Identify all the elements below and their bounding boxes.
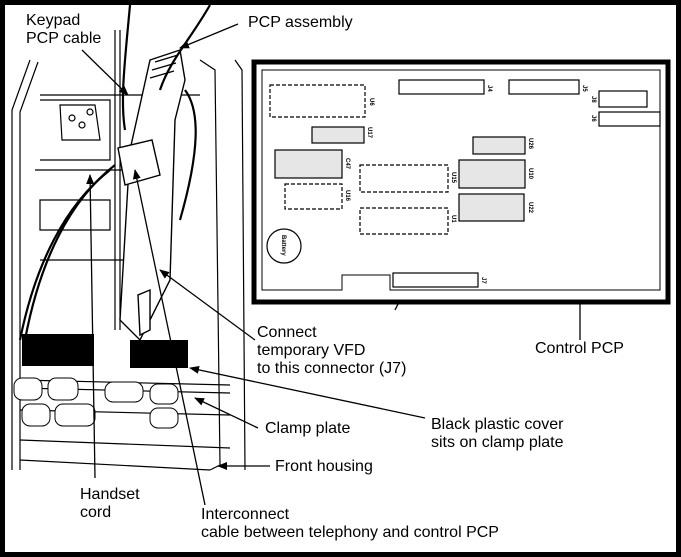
chip-u26 (472, 136, 526, 155)
callout-control-pcp: Control PCP (535, 340, 624, 357)
label-u16: U16 (344, 190, 350, 202)
label-u26: U26 (527, 138, 533, 150)
connector-j4 (398, 79, 485, 95)
pcp-assembly (117, 49, 186, 342)
chip-c47 (274, 149, 343, 179)
connector-j8 (598, 90, 648, 108)
callout-line: to this connector (J7) (257, 360, 407, 377)
label-u22: U22 (527, 202, 533, 214)
label-battery: Battery (280, 235, 286, 256)
connector-j5 (508, 79, 580, 95)
label-j8: J8 (590, 96, 596, 103)
chip-u22 (458, 193, 525, 222)
callout-line: Keypad (26, 12, 81, 29)
label-j4: J4 (486, 85, 492, 92)
callout-front-housing: Front housing (275, 458, 373, 475)
callout-line: Handset (80, 486, 140, 503)
black-plastic-cover-left (22, 334, 94, 366)
chip-u6 (269, 84, 366, 118)
callout-line: cord (80, 504, 112, 521)
chip-u10 (458, 159, 526, 189)
callout-line: Black plastic cover (431, 416, 564, 433)
telephone-housing (11, 30, 246, 471)
label-j5: J5 (581, 85, 587, 92)
callout-line: cable between telephony and control PCP (201, 524, 499, 541)
callout-keypad-pcp-cable: Keypad PCP cable (26, 12, 101, 48)
label-u15: U15 (450, 172, 456, 184)
chip-u15 (359, 164, 449, 193)
callout-line: sits on clamp plate (431, 434, 564, 451)
connector-j7 (392, 272, 479, 288)
black-plastic-cover-right (130, 340, 188, 368)
chip-u16 (284, 183, 343, 210)
callout-clamp-plate: Clamp plate (265, 420, 351, 437)
label-u17: U17 (366, 127, 372, 139)
label-j7: J7 (480, 277, 486, 284)
label-u10: U10 (527, 168, 533, 180)
label-c47: C47 (344, 158, 350, 170)
callout-connect-vfd: Connect temporary VFD to this connector … (257, 324, 406, 378)
callout-pcp-assembly: PCP assembly (248, 14, 353, 31)
connector-j6 (598, 111, 661, 127)
callout-handset-cord: Handset cord (80, 486, 140, 522)
cables (18, 4, 211, 341)
chip-u17 (311, 126, 365, 144)
battery (266, 228, 302, 264)
callout-interconnect-cable: Interconnect cable between telephony and… (201, 506, 499, 542)
keypad-keys (13, 377, 179, 429)
callout-black-plastic-cover: Black plastic cover sits on clamp plate (431, 416, 564, 452)
callout-line: PCP cable (26, 30, 102, 47)
label-u6: U6 (368, 98, 374, 106)
callout-line: Connect (257, 324, 317, 341)
callout-line: Interconnect (201, 506, 290, 523)
pcb-components (266, 79, 661, 288)
callout-arrows (81, 23, 584, 506)
label-u1: U1 (450, 215, 456, 223)
callout-line: temporary VFD (257, 342, 366, 359)
chip-u1 (359, 207, 449, 235)
label-j6: J6 (590, 115, 596, 122)
